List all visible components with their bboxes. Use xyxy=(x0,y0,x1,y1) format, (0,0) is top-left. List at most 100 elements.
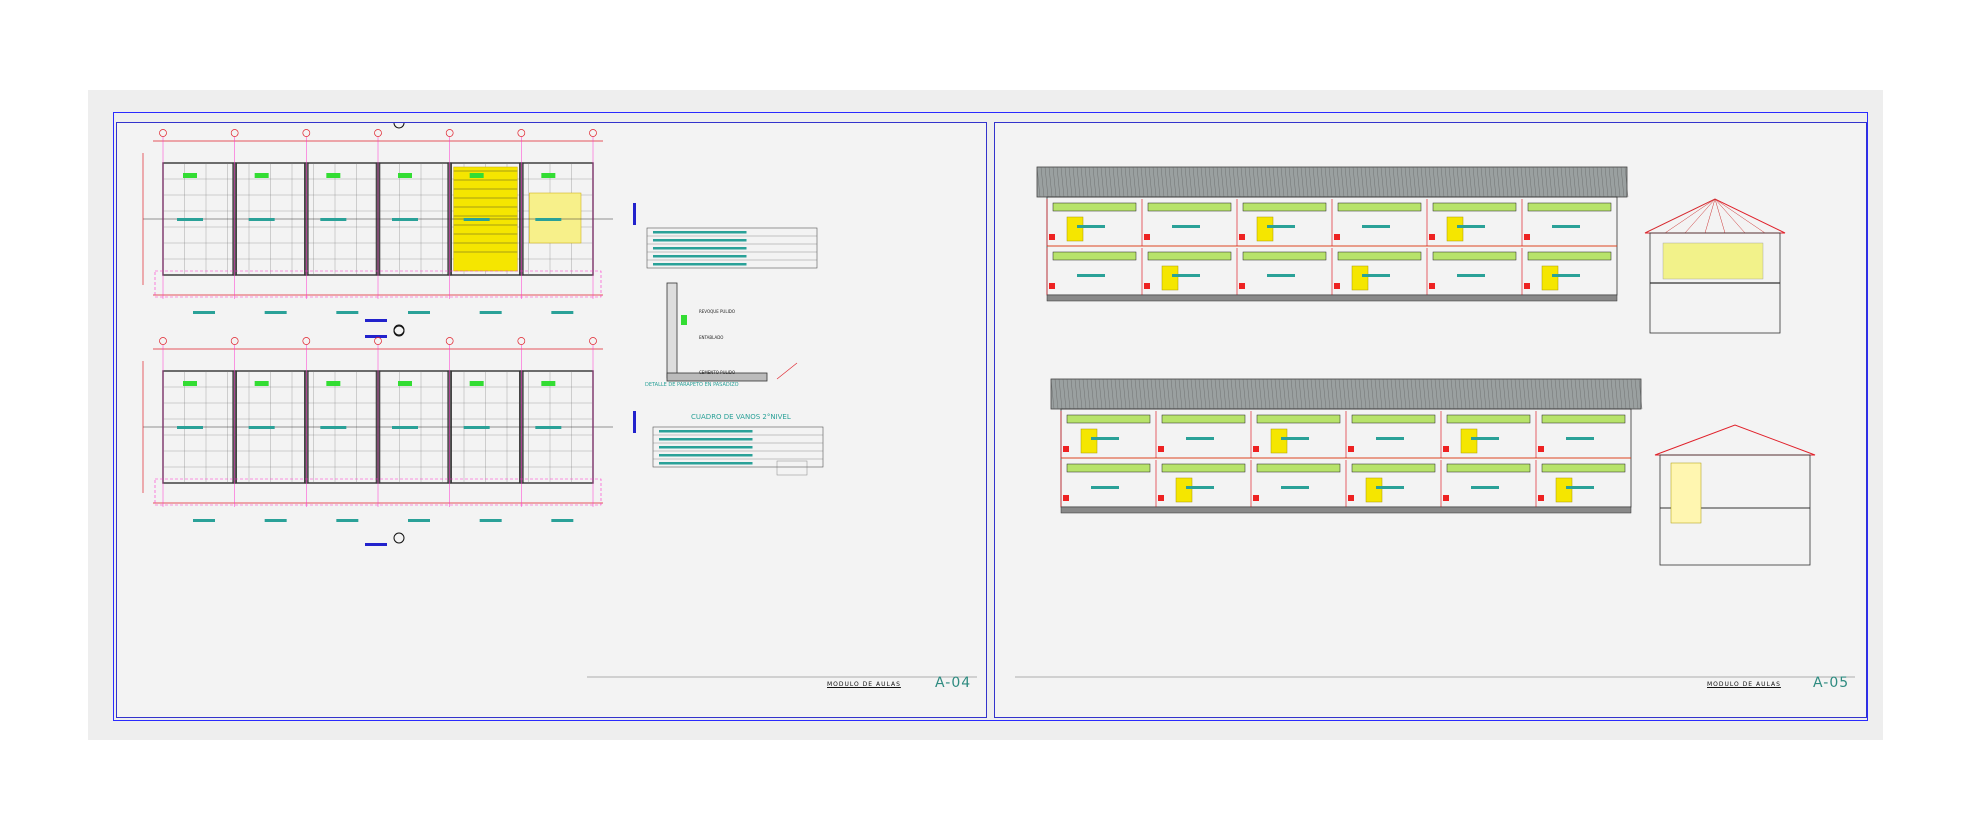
cad-line xyxy=(1150,378,1155,410)
window-band xyxy=(1432,202,1517,212)
window-band xyxy=(1256,463,1341,473)
cad-line xyxy=(1266,378,1271,410)
sheet-a05[interactable]: MODULO DE AULAS A-05 xyxy=(994,122,1867,718)
cad-line xyxy=(1188,166,1193,198)
cad-line xyxy=(1346,378,1351,410)
level-tag xyxy=(1538,495,1544,501)
cad-line xyxy=(1368,166,1373,198)
cad-line xyxy=(1572,166,1577,198)
north-arrow xyxy=(393,325,405,337)
cad-line xyxy=(1116,166,1121,198)
cad-line xyxy=(1466,378,1471,410)
cad-line xyxy=(1448,166,1453,198)
table-row xyxy=(653,231,747,234)
level-tag xyxy=(1049,283,1055,289)
room-label xyxy=(392,426,418,429)
cad-line xyxy=(1552,166,1557,198)
cad-line xyxy=(1600,166,1605,198)
cad-line xyxy=(1290,378,1295,410)
cad-line xyxy=(1388,166,1393,198)
cad-line xyxy=(1104,166,1109,198)
level-tag xyxy=(1334,283,1340,289)
cad-line xyxy=(1568,166,1573,198)
elev-label xyxy=(1566,486,1594,489)
elev-label xyxy=(1552,225,1580,228)
cad-line xyxy=(1114,378,1119,410)
cad-line xyxy=(1230,378,1235,410)
cad-line xyxy=(1384,166,1389,198)
cad-line xyxy=(1332,166,1337,198)
cad-line xyxy=(1450,378,1455,410)
room-tag xyxy=(398,173,412,178)
roof xyxy=(1050,378,1642,410)
cad-line xyxy=(1324,166,1329,198)
elev-label xyxy=(1471,486,1499,489)
dim-label xyxy=(193,519,215,522)
cad-line xyxy=(1638,378,1643,410)
cad-line xyxy=(1248,166,1253,198)
cad-line xyxy=(1404,166,1409,198)
cad-line xyxy=(1052,166,1057,198)
cad-line xyxy=(1164,166,1169,198)
cad-line xyxy=(1432,166,1437,198)
room-label xyxy=(177,426,203,429)
cad-line xyxy=(1612,166,1617,198)
cad-line xyxy=(1110,378,1115,410)
cad-line xyxy=(1618,378,1623,410)
cad-line xyxy=(1364,166,1369,198)
cad-line xyxy=(1664,198,1716,234)
cad-line xyxy=(1490,378,1495,410)
cad-line xyxy=(1582,378,1587,410)
level-tag xyxy=(1144,234,1150,240)
cad-line xyxy=(1530,378,1535,410)
dim-label xyxy=(336,519,359,522)
axis-bubble xyxy=(230,129,239,137)
sheet-title-a04: MODULO DE AULAS xyxy=(827,681,901,688)
elev-label xyxy=(1566,437,1594,440)
cad-line xyxy=(1562,378,1567,410)
cad-line xyxy=(1288,166,1293,198)
cad-line xyxy=(1514,378,1519,410)
detail-tag xyxy=(681,315,687,325)
level-tag xyxy=(1348,446,1354,452)
level-tag xyxy=(1538,446,1544,452)
cad-line xyxy=(1274,378,1279,410)
cad-line xyxy=(1292,166,1297,198)
section-marker xyxy=(365,543,387,546)
table-row xyxy=(659,446,753,449)
cad-line xyxy=(1412,166,1417,198)
room-tag xyxy=(254,173,269,178)
cad-line xyxy=(1542,378,1547,410)
cad-line xyxy=(1126,378,1131,410)
cad-line xyxy=(1040,166,1045,198)
cad-line xyxy=(1520,166,1525,198)
sheet-code-a05: A-05 xyxy=(1813,675,1850,691)
cad-line xyxy=(1486,378,1491,410)
cad-line xyxy=(1220,166,1225,198)
cad-line xyxy=(1328,166,1333,198)
cad-line xyxy=(1060,166,1065,198)
cad-line xyxy=(1072,166,1077,198)
table-row xyxy=(653,255,747,258)
cad-line xyxy=(1498,378,1503,410)
cad-line xyxy=(1196,166,1201,198)
cad-line xyxy=(1414,378,1419,410)
room-label xyxy=(463,218,490,221)
cad-line xyxy=(1410,378,1415,410)
window-band xyxy=(1446,463,1531,473)
cad-line xyxy=(1420,166,1425,198)
cad-line xyxy=(1362,378,1367,410)
window-band xyxy=(1337,202,1422,212)
cad-line xyxy=(1342,378,1347,410)
cad-line xyxy=(1460,166,1465,198)
window-band xyxy=(1432,251,1517,261)
axis-bubble xyxy=(517,129,526,137)
cad-line xyxy=(1166,378,1171,410)
cad-line xyxy=(1064,166,1069,198)
table-row xyxy=(659,454,753,457)
cad-line xyxy=(1616,166,1621,198)
cad-line xyxy=(1522,378,1527,410)
sheet-a04[interactable]: CUADRO DE VANOS 2°NIVEL DETALLE DE PARAP… xyxy=(116,122,987,718)
cad-line xyxy=(1068,166,1073,198)
cad-line xyxy=(1566,378,1571,410)
